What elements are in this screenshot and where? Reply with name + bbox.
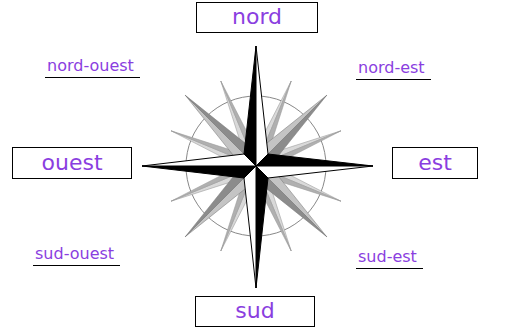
direction-name: est (418, 151, 452, 175)
cardinal-point (256, 166, 373, 178)
direction-name: nord (232, 5, 282, 29)
cardinal-point (256, 46, 268, 166)
cardinal-point (244, 46, 256, 166)
direction-box: est (392, 147, 478, 179)
cardinal-point (256, 166, 268, 288)
cardinal-point (142, 166, 256, 178)
intercardinal-label: nord-ouest (45, 56, 140, 78)
direction-name: sud (235, 299, 274, 323)
intercardinal-label: nord-est (356, 58, 431, 80)
compass-group (142, 46, 373, 288)
direction-box: ouest (12, 147, 132, 179)
cardinal-point (142, 154, 256, 166)
intercardinal-label: sud-ouest (33, 244, 120, 266)
cardinal-point (244, 166, 256, 288)
direction-name: ouest (41, 151, 102, 175)
cardinal-points (142, 46, 373, 288)
direction-box: sud (195, 296, 315, 327)
intercardinal-label: sud-est (356, 247, 423, 269)
direction-box: nord (196, 2, 318, 33)
cardinal-point (256, 154, 373, 166)
